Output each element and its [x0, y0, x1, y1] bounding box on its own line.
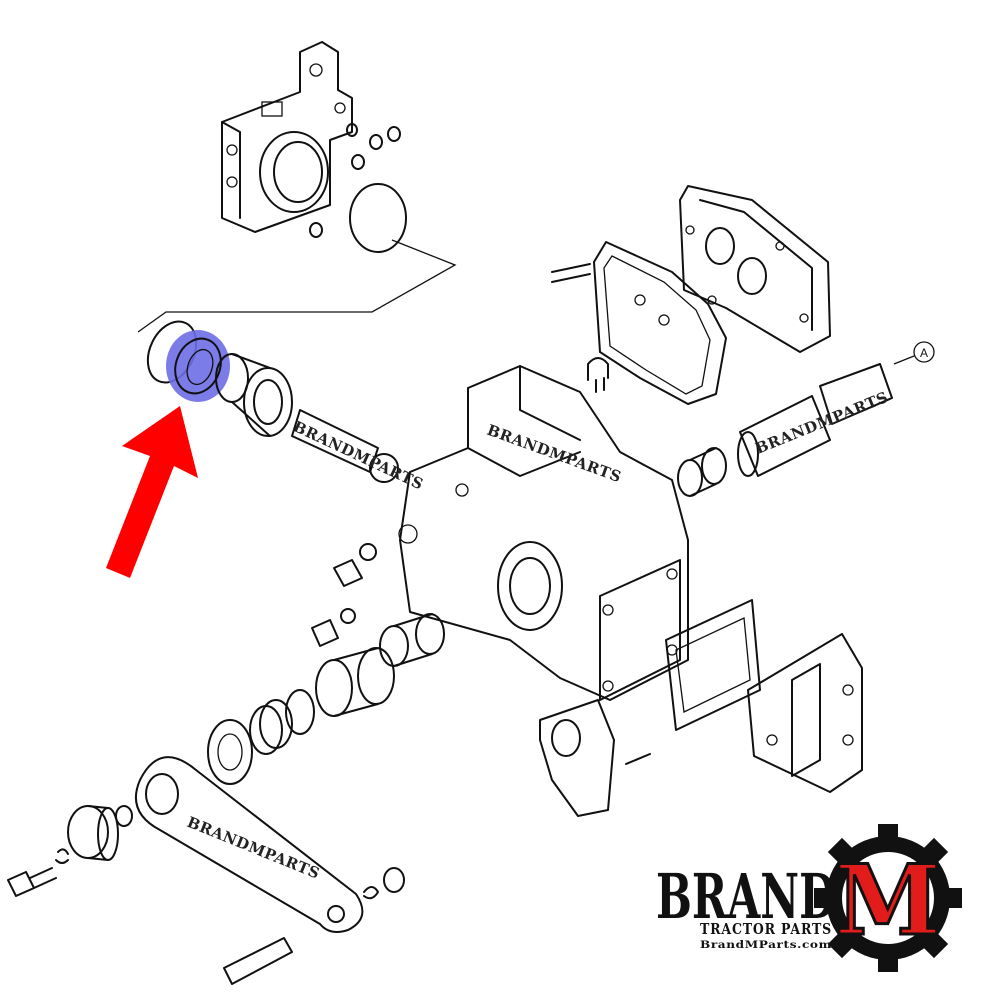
watermark-housing: BRANDMPARTS: [485, 421, 624, 486]
rocker-arm: [539, 699, 651, 817]
hollow-pin: [587, 357, 609, 393]
watermark-rod: BRANDMPARTS: [290, 417, 426, 493]
highlighted-seal-group: [146, 320, 230, 402]
logo-url: BrandMParts.com: [700, 940, 832, 951]
rear-cover: [679, 185, 831, 353]
brandm-logo: M BRAND TRACTOR PARTS BrandMParts.com: [656, 824, 962, 972]
gear-icon: [814, 824, 962, 972]
drain-plug-upper: [333, 543, 377, 587]
valve-body-assembly: [221, 41, 353, 233]
seal-rings: [207, 689, 315, 785]
bushing: [677, 447, 727, 497]
logo-tagline: TRACTOR PARTS: [700, 920, 832, 938]
pivot-pin: [223, 937, 293, 985]
watermark-arm: BRANDMPARTS: [185, 813, 323, 883]
side-gasket: [665, 599, 761, 731]
clip-and-nut: [363, 867, 405, 900]
lift-arm: BRANDMPARTS: [135, 756, 364, 933]
washer-stack: [67, 805, 133, 861]
valve-o-rings: [309, 123, 407, 253]
drain-plug-lower: [311, 608, 356, 647]
mounting-bracket: [747, 633, 863, 793]
logo-m: M: [835, 844, 941, 957]
shaft-bushings: [315, 613, 445, 717]
callout-circle: [913, 341, 935, 363]
main-housing: BRANDMPARTS: [398, 365, 689, 701]
cover-gasket: [593, 241, 727, 405]
logo-brand: BRAND: [656, 860, 836, 933]
piston-sleeve: [215, 353, 293, 437]
watermark-filter: BRANDMPARTS: [753, 388, 891, 458]
pointer-arrow: [106, 406, 198, 578]
piston-rod: BRANDMPARTS: [290, 409, 426, 493]
arm-bolt: [7, 848, 69, 897]
stud-bolt: [551, 263, 591, 283]
callout-label: A: [920, 346, 928, 360]
filter-elements: BRANDMPARTS A: [737, 341, 935, 477]
leader-line: [137, 239, 457, 333]
